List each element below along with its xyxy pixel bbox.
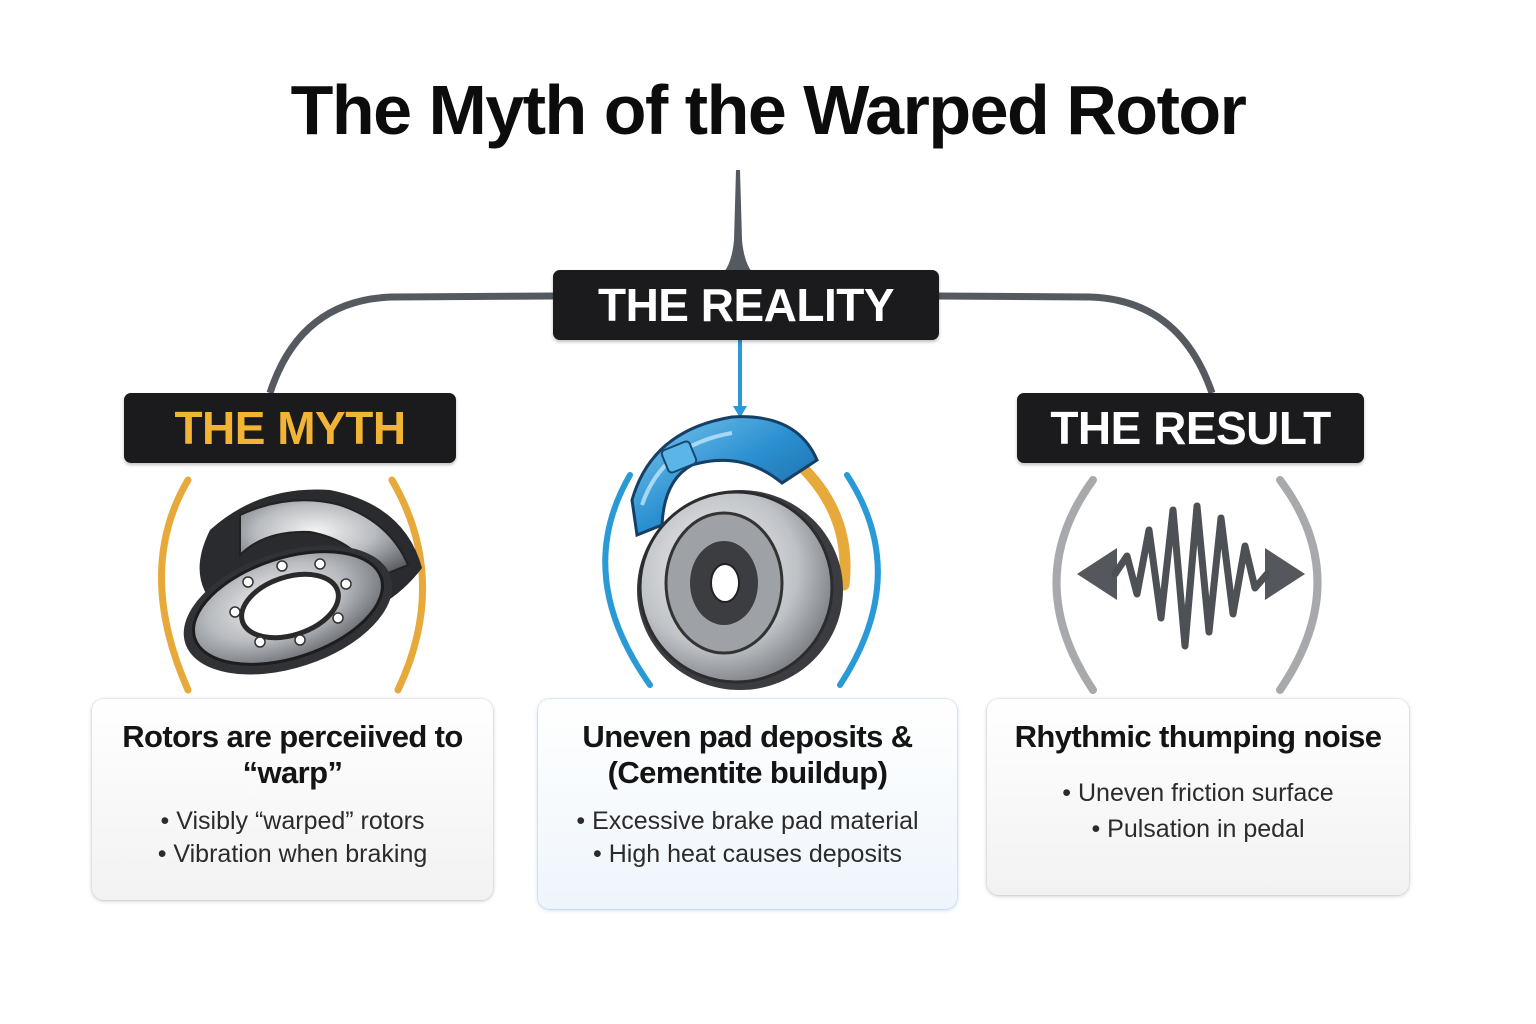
blue-arc-left (602, 472, 653, 688)
myth-label-text: THE MYTH (174, 402, 406, 454)
myth-label: THE MYTH (124, 393, 456, 463)
right-connector (938, 292, 1216, 395)
result-label: THE RESULT (1017, 393, 1364, 463)
grey-arc-left (1052, 476, 1097, 694)
reality-bullets: Excessive brake pad material High heat c… (538, 805, 957, 871)
result-card: Rhythmic thumping noise Uneven friction … (987, 699, 1409, 895)
reality-label: THE REALITY (553, 270, 939, 340)
reality-card: Uneven pad deposits & (Cementite buildup… (538, 699, 957, 909)
reality-card-title-line1: Uneven pad deposits & (582, 719, 913, 754)
vibration-wave-icon (1052, 476, 1322, 694)
gold-arc-left (158, 476, 192, 694)
reality-card-title: Uneven pad deposits & (Cementite buildup… (548, 719, 947, 791)
result-card-title: Rhythmic thumping noise (1014, 719, 1382, 754)
reality-arrow-head (733, 406, 747, 418)
reality-label-text: THE REALITY (597, 279, 895, 331)
myth-card-title: Rotors are perceiived to “warp” (122, 719, 463, 790)
list-item: High heat causes deposits (538, 838, 957, 871)
brake-caliper-icon (602, 415, 881, 690)
arrow-left-icon (1077, 548, 1117, 600)
myth-bullets: Visibly “warped” rotors Vibration when b… (92, 805, 493, 871)
wave-line (1111, 502, 1271, 650)
gold-arc-right (388, 476, 426, 694)
result-label-text: THE RESULT (1050, 402, 1331, 454)
stem-connector (724, 170, 752, 272)
list-item: Uneven friction surface (987, 775, 1409, 811)
list-item: Visibly “warped” rotors (92, 805, 493, 838)
reality-card-title-line2: (Cementite buildup) (607, 755, 888, 790)
list-item: Vibration when braking (92, 838, 493, 871)
list-item: Pulsation in pedal (987, 811, 1409, 847)
myth-card: Rotors are perceiived to “warp” Visibly … (92, 699, 493, 900)
gold-arc-inner (794, 459, 851, 591)
arrow-right-icon (1265, 548, 1305, 600)
list-item: Excessive brake pad material (538, 805, 957, 838)
rotor-icon (158, 476, 426, 694)
page-title: The Myth of the Warped Rotor (290, 71, 1247, 149)
grey-arc-right (1276, 476, 1322, 694)
left-connector (266, 292, 554, 395)
blue-arc-right (837, 472, 881, 688)
result-bullets: Uneven friction surface Pulsation in ped… (987, 775, 1409, 847)
